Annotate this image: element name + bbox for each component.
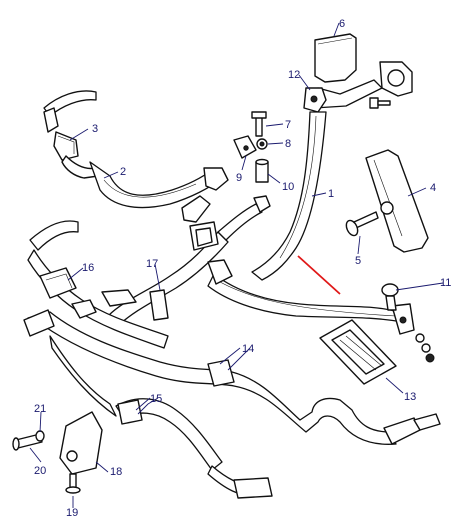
callout-labels: 6 12 3 2 7 8 9 10 1 4 5 11 13 14 15 16 1… <box>34 18 451 519</box>
callout-8: 8 <box>285 138 291 150</box>
callout-19: 19 <box>66 507 78 519</box>
callout-21: 21 <box>34 403 46 415</box>
callout-14: 14 <box>242 343 254 355</box>
part-3-upper-tongue <box>43 90 99 179</box>
part-16-left-tongue-strap <box>27 220 169 349</box>
part-18-bracket <box>59 411 103 475</box>
callout-11: 11 <box>440 277 451 289</box>
callout-9: 9 <box>236 172 242 184</box>
callout-1: 1 <box>328 188 334 200</box>
part-14-15-long-strap <box>23 309 441 499</box>
callout-2: 2 <box>120 166 126 178</box>
part-5-screw <box>345 211 379 237</box>
callout-15: 15 <box>150 393 162 405</box>
callout-12: 12 <box>288 69 300 81</box>
callout-5: 5 <box>355 255 361 267</box>
callout-20: 20 <box>34 465 46 477</box>
part-2-lap-strap <box>89 161 229 223</box>
highlight-line <box>297 255 341 295</box>
part-4-trim-cover <box>365 149 429 253</box>
lower-anchor-strap <box>207 259 435 363</box>
part-17-buckle-strap <box>101 195 271 327</box>
callout-10: 10 <box>282 181 294 193</box>
callout-18: 18 <box>110 466 122 478</box>
callout-17: 17 <box>146 258 158 270</box>
leader-lines <box>29 22 444 508</box>
callout-7: 7 <box>285 119 291 131</box>
part-1-diagonal-strap <box>251 111 327 281</box>
callout-4: 4 <box>430 182 436 194</box>
part-19-bolt <box>65 473 81 494</box>
callout-13: 13 <box>404 391 416 403</box>
part-12-retractor-reel <box>303 61 413 113</box>
callout-16: 16 <box>82 262 94 274</box>
part-20-21-bolt-washer <box>12 430 45 451</box>
part-6-retractor-cover <box>314 33 357 83</box>
callout-3: 3 <box>92 123 98 135</box>
callout-6: 6 <box>339 18 345 30</box>
hardware-cluster-7-10 <box>233 111 269 183</box>
part-13-slotted-panel <box>319 319 397 385</box>
